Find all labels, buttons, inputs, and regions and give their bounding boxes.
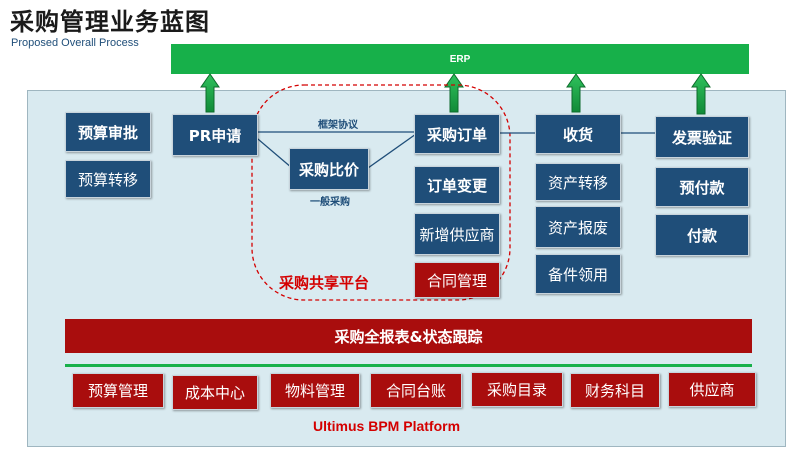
process-connectors bbox=[251, 131, 656, 169]
receiving-box: 收货 bbox=[535, 114, 621, 154]
module-catalog: 采购目录 bbox=[471, 372, 563, 407]
budget-transfer-box: 预算转移 bbox=[65, 160, 151, 198]
asset-scrap-box: 资产报废 bbox=[535, 206, 621, 248]
arrow-to-erp-receiving bbox=[566, 73, 586, 113]
price-comparison-box: 采购比价 bbox=[289, 148, 369, 190]
invoice-verification-box: 发票验证 bbox=[655, 116, 749, 158]
module-cost-center: 成本中心 bbox=[172, 375, 258, 410]
page-title: 采购管理业务蓝图 bbox=[10, 8, 210, 36]
spare-parts-box: 备件领用 bbox=[535, 254, 621, 294]
green-divider bbox=[65, 364, 752, 367]
arrow-to-erp-invoice bbox=[691, 73, 711, 115]
contract-management-box: 合同管理 bbox=[414, 262, 500, 298]
budget-approval-box: 预算审批 bbox=[65, 112, 151, 152]
asset-transfer-box: 资产转移 bbox=[535, 163, 621, 201]
module-contract-ledger: 合同台账 bbox=[370, 373, 462, 408]
reporting-bar: 采购全报表&状态跟踪 bbox=[65, 319, 752, 353]
platform-footer: Ultimus BPM Platform bbox=[313, 418, 461, 434]
arrow-to-erp-order bbox=[444, 73, 464, 113]
purchase-order-box: 采购订单 bbox=[414, 114, 500, 154]
arrow-to-erp-pr bbox=[200, 73, 220, 113]
new-supplier-box: 新增供应商 bbox=[414, 213, 500, 255]
payment-box: 付款 bbox=[655, 214, 749, 256]
shared-platform-label: 采购共享平台 bbox=[279, 274, 370, 292]
erp-bar: ERP bbox=[171, 44, 749, 74]
shared-platform-outline bbox=[251, 84, 511, 301]
pr-request-box: PR申请 bbox=[172, 114, 258, 156]
module-supplier: 供应商 bbox=[668, 372, 756, 407]
module-budget: 预算管理 bbox=[72, 373, 164, 408]
framework-agreement-label: 框架协议 bbox=[318, 120, 358, 131]
general-purchase-label: 一般采购 bbox=[310, 197, 350, 208]
prepayment-box: 预付款 bbox=[655, 167, 749, 207]
module-material: 物料管理 bbox=[270, 373, 360, 408]
order-change-box: 订单变更 bbox=[414, 166, 500, 204]
page-subtitle: Proposed Overall Process bbox=[11, 37, 139, 49]
module-finance-account: 财务科目 bbox=[570, 373, 660, 408]
